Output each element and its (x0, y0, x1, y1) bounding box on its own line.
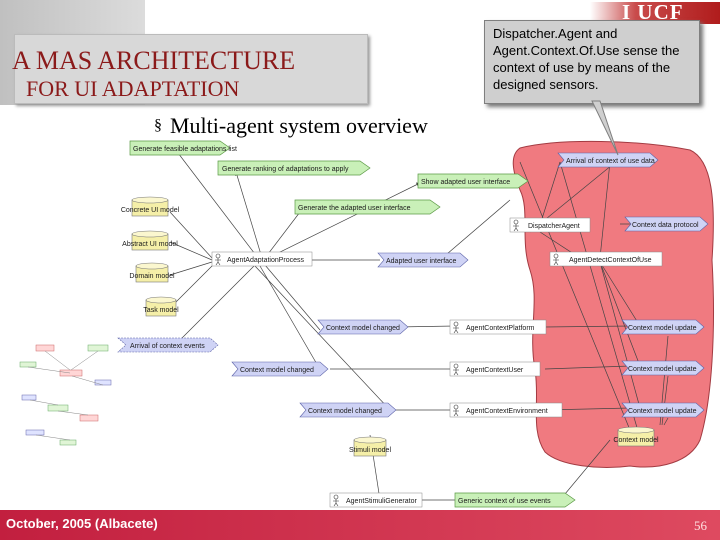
agent-context-user: AgentContextUser (449, 361, 541, 377)
db-label: Abstract UI model (122, 241, 178, 248)
goal-generate-feasible-adaptations: Generate feasible adaptations list (129, 140, 237, 156)
agent-label: AgentContextPlatform (466, 325, 535, 332)
db-label: Stimuli model (349, 447, 391, 454)
footer-bar (0, 510, 720, 540)
agent-label: AgentAdaptationProcess (227, 257, 305, 264)
title-box (14, 34, 368, 104)
event-context-model-update-2: Context model update (621, 360, 705, 376)
slide-title-line2: FOR UI ADAPTATION (26, 76, 240, 101)
goal-label: Generate the adapted user interface (298, 205, 411, 212)
event-context-model-changed-2: Context model changed (231, 361, 329, 377)
agent-dispatcher: DispatcherAgent (509, 217, 591, 233)
event-adapted-ui: Adapted user interface (377, 252, 469, 268)
db-label: Concrete UI model (121, 207, 180, 214)
goal-label: Generate feasible adaptations list (133, 146, 237, 153)
goal-generate-adapted-ui: Generate the adapted user interface (294, 199, 441, 215)
goal-generate-ranking: Generate ranking of adaptations to apply (217, 160, 371, 176)
agent-label: AgentDetectContextOfUse (569, 257, 652, 264)
goal-label: Generate ranking of adaptations to apply (222, 166, 349, 173)
subtitle-text: Multi-agent system overview (170, 113, 428, 138)
agent-label: AgentContextEnvironment (466, 408, 548, 415)
event-label: Adapted user interface (386, 258, 457, 265)
bullet-icon: § (154, 117, 162, 134)
goal-label: Show adapted user interface (421, 179, 510, 186)
footer-date: October, 2005 (Albacete) (6, 516, 158, 531)
agent-label: AgentStimuliGenerator (346, 498, 417, 505)
page-number: 56 (694, 518, 707, 533)
agent-label: DispatcherAgent (528, 223, 580, 230)
db-label: Task model (143, 307, 179, 314)
slide-title: A MAS ARCHITECTURE (12, 46, 296, 75)
db-stimuli-model: Stimuli model (349, 436, 391, 457)
agent-context-environment: AgentContextEnvironment (449, 402, 563, 418)
agent-context-platform: AgentContextPlatform (449, 319, 547, 335)
connectors (169, 148, 669, 501)
event-label: Context model update (628, 366, 697, 373)
event-arrival-context-events: Arrival of context events (117, 337, 219, 353)
agent-detect-context-of-use: AgentDetectContextOfUse (549, 251, 663, 267)
db-domain-model: Domain model (129, 262, 175, 283)
event-label: Context model changed (308, 408, 382, 415)
db-context-model: Context model (613, 426, 659, 447)
agent-adaptation-process: AgentAdaptationProcess (211, 251, 313, 267)
event-label: Context data protocol (632, 222, 699, 229)
goal-label: Generic context of use events (458, 498, 551, 505)
corner-logo-banner (590, 2, 720, 24)
event-label: Arrival of context events (130, 343, 205, 350)
db-abstract-ui-model: Abstract UI model (122, 230, 178, 251)
db-label: Domain model (129, 273, 175, 280)
db-label: Context model (613, 437, 659, 444)
event-context-model-changed-1: Context model changed (317, 319, 409, 335)
event-arrival-context-data: Arrival of context of use data (557, 152, 659, 168)
event-label: Context model changed (240, 367, 314, 374)
event-label: Context model update (628, 408, 697, 415)
event-context-data-protocol: Context data protocol (624, 216, 709, 232)
event-label: Context model update (628, 325, 697, 332)
event-label: Context model changed (326, 325, 400, 332)
db-task-model: Task model (143, 296, 179, 317)
agent-stimuli-generator: AgentStimuliGenerator (329, 492, 423, 508)
goal-generic-context-events: Generic context of use events (454, 492, 576, 508)
callout-text: Dispatcher.Agent and Agent.Context.Of.Us… (493, 26, 680, 92)
overview-thumbnail (14, 335, 124, 460)
goal-show-adapted-ui: Show adapted user interface (417, 173, 529, 189)
agent-label: AgentContextUser (466, 367, 524, 374)
event-context-model-update-1: Context model update (621, 319, 705, 335)
event-context-model-update-3: Context model update (621, 402, 705, 418)
callout-box: Dispatcher.Agent and Agent.Context.Of.Us… (484, 20, 700, 104)
event-label: Arrival of context of use data (566, 158, 655, 165)
subtitle-bullet-line: § Multi-agent system overview (154, 113, 428, 139)
db-concrete-ui-model: Concrete UI model (121, 196, 180, 217)
event-context-model-changed-3: Context model changed (299, 402, 397, 418)
agent-region-blob (512, 140, 714, 468)
